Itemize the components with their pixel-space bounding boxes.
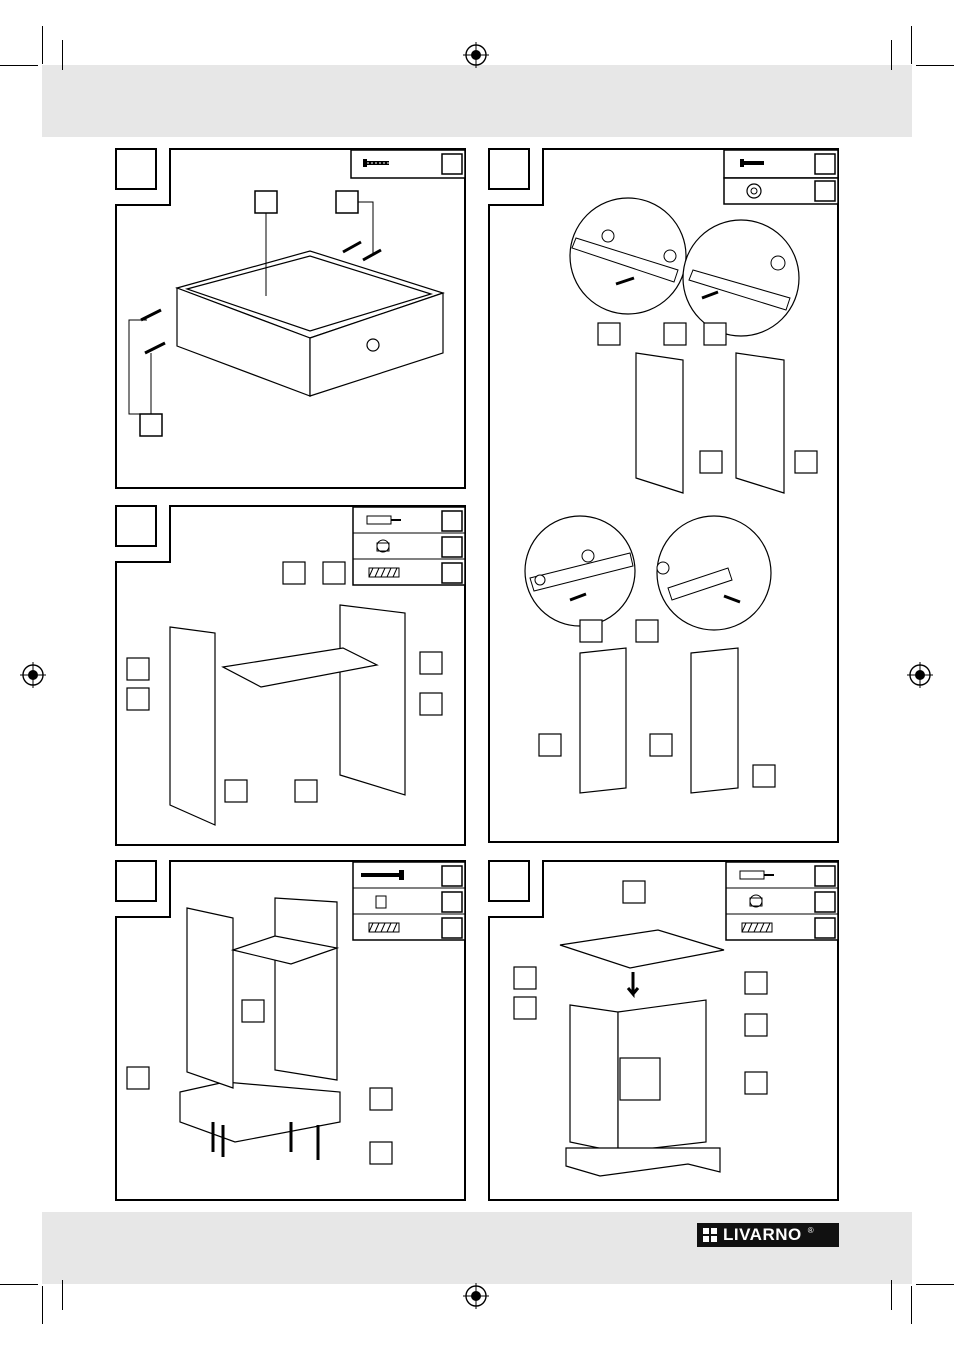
step-badge (488, 860, 530, 902)
crop-mark (911, 1286, 912, 1324)
crop-mark (0, 1284, 38, 1285)
cam-lock-icon (376, 539, 390, 553)
livarno-logo: LIVARNO ® (697, 1223, 839, 1247)
side-panel-illustration (579, 352, 785, 794)
step-badge (115, 505, 157, 547)
registration-mark-icon (463, 1283, 489, 1309)
step-panel-top-assembly (488, 860, 840, 1202)
barrel-nut-icon (375, 895, 387, 909)
crop-mark (42, 1286, 43, 1324)
cabinet-top-illustration (559, 929, 725, 1177)
step-badge (115, 148, 157, 190)
washer-icon (746, 183, 762, 199)
step-panel-shelf-assembly (115, 505, 467, 847)
crop-mark (916, 65, 954, 66)
step-panel-drawer-screws (115, 148, 467, 490)
cam-bolt-icon (366, 515, 401, 525)
step-badge (115, 860, 157, 902)
down-arrow-icon (626, 972, 640, 999)
crop-mark (916, 1284, 954, 1285)
crop-mark (891, 1280, 892, 1310)
screw-icon (740, 159, 764, 167)
cabinet-base-illustration (179, 897, 341, 1143)
registration-mark-icon (463, 42, 489, 68)
crop-mark (62, 1280, 63, 1310)
crop-mark (42, 26, 43, 64)
crop-mark (911, 26, 912, 64)
registered-mark: ® (807, 1226, 814, 1235)
cam-lock-icon (749, 894, 763, 908)
header-band (42, 65, 912, 137)
crop-mark (0, 65, 38, 66)
step-badge (488, 148, 530, 190)
step-panel-base-assembly (115, 860, 467, 1202)
brand-mark-icon (703, 1228, 717, 1242)
cabinet-parts-illustration (169, 604, 406, 826)
registration-mark-icon (907, 662, 933, 688)
cam-bolt-icon (739, 870, 774, 880)
crop-mark (891, 40, 892, 70)
dowel-icon (368, 922, 400, 933)
crop-mark (62, 40, 63, 70)
drawer-illustration (175, 250, 445, 397)
dowel-icon (741, 922, 773, 933)
brand-name: LIVARNO (723, 1225, 802, 1244)
screw-icon (363, 159, 389, 167)
long-bolt-icon (361, 870, 404, 880)
step-panel-drawer-rails (488, 148, 840, 844)
dowel-icon (368, 567, 400, 578)
registration-mark-icon (20, 662, 46, 688)
